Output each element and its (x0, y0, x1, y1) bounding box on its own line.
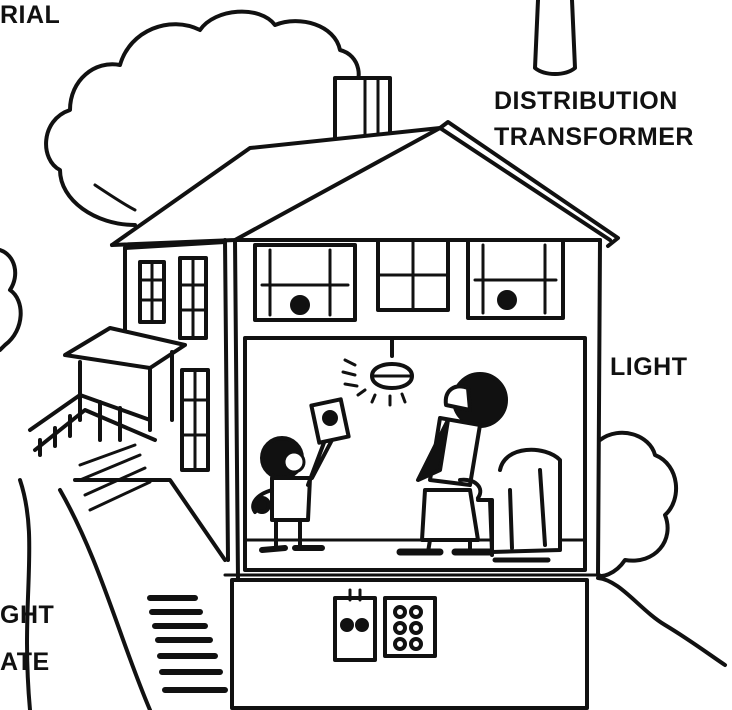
transformer-label-line1: DISTRIBUTION (494, 86, 678, 116)
porch-roof (65, 328, 185, 368)
child-figure (253, 399, 348, 550)
right-bush (598, 433, 676, 576)
transformer-label-line2: TRANSFORMER (494, 122, 694, 152)
armchair (478, 450, 560, 560)
basement-stairs (150, 598, 225, 690)
electric-meter (335, 598, 375, 660)
left-tree (0, 250, 21, 350)
light-label: LIGHT (610, 352, 688, 382)
porch-railing (30, 395, 155, 450)
transformer-pole (535, 0, 575, 74)
porch-stairs (80, 445, 150, 510)
left-label-fragment-2: ATE (0, 647, 50, 677)
aerial-label-fragment: RIAL (0, 0, 60, 30)
left-label-fragment-1: GHT (0, 600, 54, 630)
tree-detail (95, 185, 135, 210)
service-line (598, 578, 725, 665)
